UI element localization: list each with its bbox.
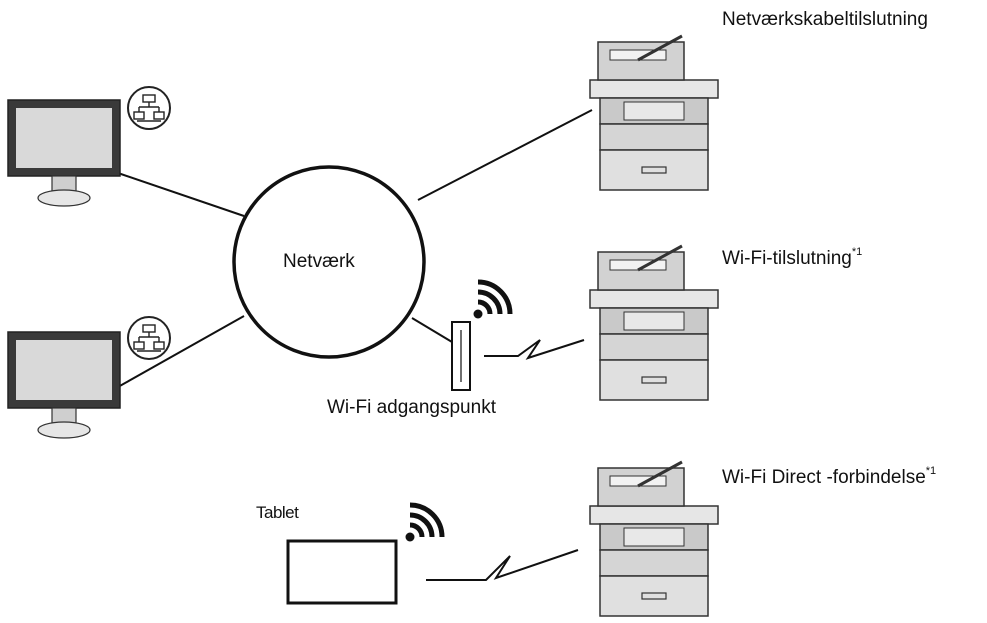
- network-label: Netværk: [283, 251, 355, 272]
- wireless-link-wifi-direct: [426, 549, 579, 581]
- lan-icon: [127, 86, 171, 130]
- network-circle: [232, 165, 426, 359]
- tablet-label: Tablet: [256, 503, 299, 522]
- cable-line-pc2: [117, 315, 245, 388]
- wifi-direct-connection-label: Wi-Fi Direct -forbindelse*1: [722, 465, 937, 488]
- tablet-icon: [286, 539, 398, 605]
- lan-icon: [127, 316, 171, 360]
- footnote-marker: *1: [851, 246, 863, 258]
- printer-icon: [588, 34, 720, 192]
- footnote-marker: *1: [925, 465, 937, 477]
- computer-icon: [7, 99, 121, 207]
- printer-icon: [588, 244, 720, 402]
- wifi-connection-label: Wi-Fi-tilslutning*1: [722, 246, 863, 269]
- wireless-link-wifi: [484, 339, 585, 360]
- cable-line-pc1: [117, 172, 245, 217]
- wifi-direct-connection-text: Wi-Fi Direct -forbindelse: [722, 467, 926, 488]
- access-point-label: Wi-Fi adgangspunkt: [327, 397, 496, 418]
- wifi-icon: [406, 505, 443, 542]
- wired-connection-text: Netværkskabeltilslutning: [722, 9, 928, 30]
- wifi-connection-text: Wi-Fi-tilslutning: [722, 248, 852, 269]
- wifi-icon: [474, 282, 511, 319]
- wired-connection-label: Netværkskabeltilslutning: [722, 10, 928, 29]
- computer-icon: [7, 331, 121, 439]
- cable-line-printer: [417, 109, 593, 201]
- printer-icon: [588, 460, 720, 618]
- cable-line-access-point: [411, 317, 453, 343]
